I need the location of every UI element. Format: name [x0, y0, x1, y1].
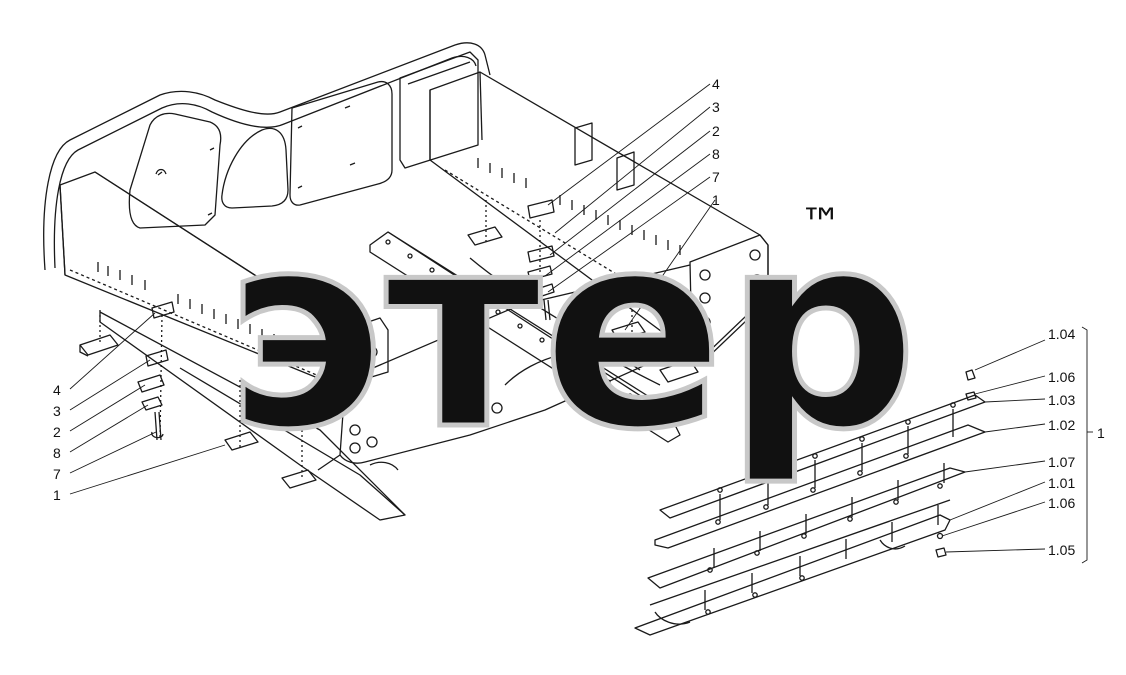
- callout-top-4: 4: [712, 76, 720, 92]
- callout-left-4: 4: [53, 382, 61, 398]
- watermark-trademark: ™: [800, 199, 842, 248]
- bucket-body: [43, 42, 769, 471]
- callout-right-1-02: 1.02: [1048, 417, 1075, 433]
- callout-top-7: 7: [712, 169, 720, 185]
- callout-right-1-01: 1.01: [1048, 475, 1075, 491]
- callouts-top: 4 3 2 8 7 1: [712, 76, 720, 208]
- callout-right-1-06-bottom: 1.06: [1048, 495, 1075, 511]
- callout-right-1-06-top: 1.06: [1048, 369, 1075, 385]
- callout-top-8: 8: [712, 146, 720, 162]
- callout-left-7: 7: [53, 466, 61, 482]
- top-cutting-edge-assembly: [369, 199, 699, 443]
- callout-right-1-05: 1.05: [1048, 542, 1075, 558]
- callout-top-1: 1: [712, 192, 720, 208]
- callout-top-3: 3: [712, 99, 720, 115]
- left-cutting-edge-assembly: [79, 301, 406, 521]
- watermark-text: этер: [225, 174, 918, 489]
- callout-right-1-07: 1.07: [1048, 454, 1075, 470]
- watermark: этер ™: [223, 172, 921, 492]
- callout-left-3: 3: [53, 403, 61, 419]
- callout-right-1-04: 1.04: [1048, 326, 1075, 342]
- exploded-cutting-edge: [634, 369, 986, 636]
- callout-left-8: 8: [53, 445, 61, 461]
- callout-group-1: 1: [1097, 425, 1105, 441]
- callout-left-1: 1: [53, 487, 61, 503]
- callout-left-2: 2: [53, 424, 61, 440]
- leader-lines: [69, 83, 1093, 564]
- callouts-left: 4 3 2 8 7 1: [53, 382, 61, 503]
- callouts-right: 1.04 1.06 1.03 1.02 1.07 1.01 1.06 1.05 …: [1048, 326, 1105, 558]
- callout-top-2: 2: [712, 123, 720, 139]
- callout-right-1-03: 1.03: [1048, 392, 1075, 408]
